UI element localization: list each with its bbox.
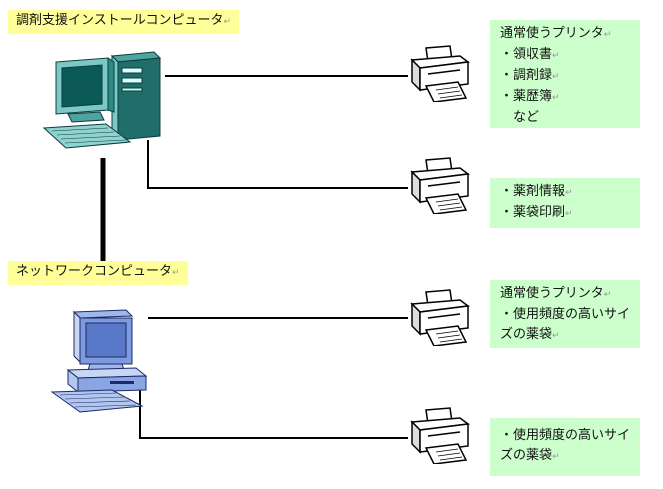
note-line: ズの薬袋↵ <box>500 446 630 467</box>
note-line-text: ・使用頻度の高いサイ <box>500 428 631 443</box>
printer-icon <box>410 45 470 102</box>
note-line: ・薬歴簿↵ <box>500 87 630 108</box>
note-line-text: ・薬歴簿 <box>500 89 553 104</box>
note-line: ・使用頻度の高いサイ <box>500 305 630 325</box>
note-line-text: 通常使うプリンタ <box>500 286 604 301</box>
return-mark: ↵ <box>172 268 180 278</box>
return-mark: ↵ <box>552 51 560 61</box>
wire-install-printer-2 <box>147 140 408 189</box>
return-mark: ↵ <box>552 72 560 82</box>
printer-icon <box>410 407 470 464</box>
return-mark: ↵ <box>552 331 560 341</box>
network-computer-icon <box>50 309 148 413</box>
install-computer-icon <box>42 51 162 149</box>
note-line: ・使用頻度の高いサイ <box>500 426 630 446</box>
return-mark: ↵ <box>223 17 232 27</box>
note-line: 通常使うプリンタ↵ <box>500 24 630 45</box>
printer-icon <box>410 157 470 214</box>
return-mark: ↵ <box>603 290 612 300</box>
return-mark: ↵ <box>552 452 560 462</box>
note-line-text: ズの薬袋 <box>500 448 553 463</box>
printer-icon <box>410 289 470 346</box>
return-mark: ↵ <box>565 209 573 219</box>
note-line: ・調剤録↵ <box>500 66 630 87</box>
network-computer-label: ネットワークコンピュータ↵ <box>8 261 188 285</box>
note-line-text: ・領収書 <box>500 47 553 62</box>
network-computer-label-text: ネットワークコンピュータ <box>16 264 173 279</box>
return-mark: ↵ <box>552 93 560 103</box>
printer-note-1: 通常使うプリンタ↵ ・領収書↵ ・調剤録↵ ・薬歴簿↵ など <box>490 20 640 128</box>
note-line-text: ・薬袋印刷 <box>500 205 566 220</box>
note-line-text: ・調剤録 <box>500 68 553 83</box>
printer-note-4: ・使用頻度の高いサイ ズの薬袋↵ <box>490 418 640 476</box>
note-line-text: ・薬剤情報 <box>500 184 566 199</box>
wire-network-printer-4 <box>139 390 408 439</box>
printer-note-2: ・薬剤情報↵ ・薬袋印刷↵ <box>490 178 640 228</box>
note-line-text: 通常使うプリンタ <box>500 26 604 41</box>
note-line: 通常使うプリンタ↵ <box>500 284 630 305</box>
note-line: ・薬袋印刷↵ <box>500 203 630 224</box>
printer-note-3: 通常使うプリンタ↵ ・使用頻度の高いサイ ズの薬袋↵ <box>490 280 640 348</box>
note-line: ・薬剤情報↵ <box>500 182 630 203</box>
return-mark: ↵ <box>603 30 612 40</box>
note-line-text: ズの薬袋 <box>500 327 553 342</box>
install-computer-label: 調剤支援インストールコンピュータ↵ <box>8 10 240 34</box>
install-computer-label-text: 調剤支援インストールコンピュータ <box>16 13 224 28</box>
return-mark: ↵ <box>565 188 573 198</box>
note-line: ・領収書↵ <box>500 45 630 66</box>
note-line-text: ・使用頻度の高いサイ <box>500 307 631 322</box>
note-line: ズの薬袋↵ <box>500 325 630 346</box>
note-line: など <box>500 108 630 128</box>
note-line-text: など <box>500 110 540 125</box>
